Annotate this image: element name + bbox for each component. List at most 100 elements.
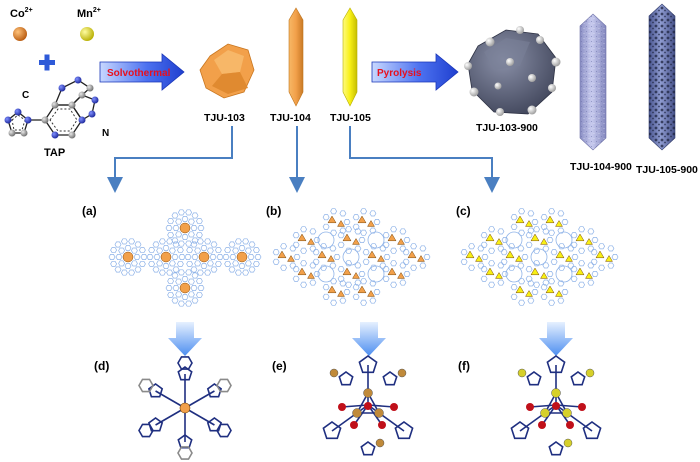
framework-a-linker xyxy=(146,254,154,260)
framework-a-linker xyxy=(187,231,195,238)
framework-a xyxy=(108,209,262,307)
framework-b-linker xyxy=(300,247,308,254)
framework-c-linker xyxy=(557,280,565,287)
framework-a-linker xyxy=(209,254,217,260)
framework-a-linker xyxy=(190,266,198,273)
framework-b-linker xyxy=(343,219,351,225)
framework-a-linker xyxy=(134,266,142,273)
framework-b-co-node xyxy=(357,285,367,294)
framework-c-mn-node xyxy=(475,255,483,262)
framework-c-linker xyxy=(518,208,526,215)
framework-b-linker xyxy=(399,262,407,269)
coordination-e-metal-centre xyxy=(363,388,373,398)
framework-a-linker xyxy=(162,263,170,269)
framework-b-linker xyxy=(337,241,345,248)
coordination-d-ligand xyxy=(147,417,164,432)
tju104-label: TJU-104 xyxy=(270,112,311,124)
framework-c-linker xyxy=(570,266,578,273)
framework-c xyxy=(460,208,619,306)
framework-a-linker xyxy=(124,245,132,251)
framework-a-linker xyxy=(158,269,166,276)
mn-ion-sphere xyxy=(80,27,94,41)
coordination-d-ligand xyxy=(138,378,154,393)
framework-b-co-node xyxy=(297,267,307,276)
framework-b-linker xyxy=(293,254,301,260)
framework-a-linker xyxy=(166,238,174,245)
framework-a-linker xyxy=(175,231,183,238)
framework-c-linker xyxy=(591,237,599,243)
panel-c-label: (c) xyxy=(456,204,471,218)
framework-a-linker xyxy=(172,241,180,248)
framework-c-linker xyxy=(533,226,541,233)
mn-legend: Mn2+ xyxy=(77,7,101,41)
framework-a-linker xyxy=(134,241,142,248)
framework-c-linker xyxy=(510,223,518,230)
framework-c-linker xyxy=(550,258,558,265)
framework-a-linker xyxy=(195,218,203,225)
framework-b-co-node xyxy=(342,233,352,242)
coordination-d-ligand xyxy=(138,423,154,438)
pyrolysis-arrow: Pyrolysis xyxy=(371,53,459,91)
tap-atom-c-label: C xyxy=(22,90,29,101)
framework-b-linker xyxy=(399,245,407,252)
framework-c-linker xyxy=(546,237,554,243)
coordination-f-oxygen xyxy=(566,421,574,429)
framework-a-linker xyxy=(216,254,224,260)
coordination-e-ligand xyxy=(382,371,398,386)
framework-c-linker xyxy=(561,219,569,225)
co-ion-sphere xyxy=(13,27,27,41)
framework-c-linker xyxy=(500,258,508,265)
framework-a-linker xyxy=(167,291,175,298)
framework-a-linker xyxy=(229,254,237,260)
framework-b-linker xyxy=(390,260,398,267)
framework-a-linker xyxy=(171,297,179,304)
framework-b-co-node xyxy=(342,267,352,276)
framework-a-linker xyxy=(210,266,218,273)
framework-b-co-node xyxy=(307,238,315,245)
framework-c-mn-node xyxy=(505,250,515,259)
framework-c-linker xyxy=(480,241,488,248)
framework-a-linker xyxy=(171,237,179,244)
framework-b-linker xyxy=(403,271,411,277)
coordination-f-bond xyxy=(529,404,557,408)
framework-b-co-node xyxy=(387,267,397,276)
coordination-d-ligand xyxy=(206,417,223,432)
framework-c-linker xyxy=(518,299,526,306)
framework-a-linker xyxy=(238,245,246,251)
coordination-f-terminal-metal xyxy=(585,368,595,378)
framework-a-linker xyxy=(190,241,198,248)
framework-b-linker xyxy=(289,245,297,252)
framework-b-linker xyxy=(360,208,368,215)
framework-b-linker xyxy=(345,226,353,233)
framework-a-linker xyxy=(214,247,222,254)
framework-c-mn-node xyxy=(495,238,503,245)
framework-a-linker xyxy=(177,240,185,247)
framework-b-linker xyxy=(373,219,381,225)
framework-c-mn-node xyxy=(555,220,563,227)
tju105-900-label: TJU-105-900 xyxy=(636,164,698,176)
framework-c-linker xyxy=(578,226,586,233)
framework-a-co-node xyxy=(179,282,191,294)
framework-a-linker xyxy=(120,269,128,276)
framework-a-linker xyxy=(176,247,184,254)
svg-text:Co2+: Co2+ xyxy=(10,7,33,20)
framework-c-linker xyxy=(527,297,535,304)
framework-b-linker xyxy=(322,214,330,221)
framework-b-linker xyxy=(423,254,431,260)
framework-a-linker xyxy=(204,269,212,276)
framework-a-linker xyxy=(124,263,132,269)
framework-b-linker xyxy=(390,247,398,254)
framework-b-co-node xyxy=(367,220,375,227)
mn-label-sup: 2+ xyxy=(93,7,101,14)
framework-b-linker xyxy=(337,266,345,273)
framework-c-linker xyxy=(531,219,539,225)
coordination-e-ligand xyxy=(322,421,342,440)
framework-a-linker xyxy=(165,225,173,231)
framework-c-mn-node xyxy=(485,267,495,276)
coordination-d xyxy=(138,356,232,460)
connector-tju105-to-c xyxy=(349,126,500,193)
framework-c-linker xyxy=(527,227,535,234)
coordination-f-bond xyxy=(555,404,583,408)
framework-a-linker xyxy=(242,269,250,276)
framework-b-linker xyxy=(292,241,300,248)
